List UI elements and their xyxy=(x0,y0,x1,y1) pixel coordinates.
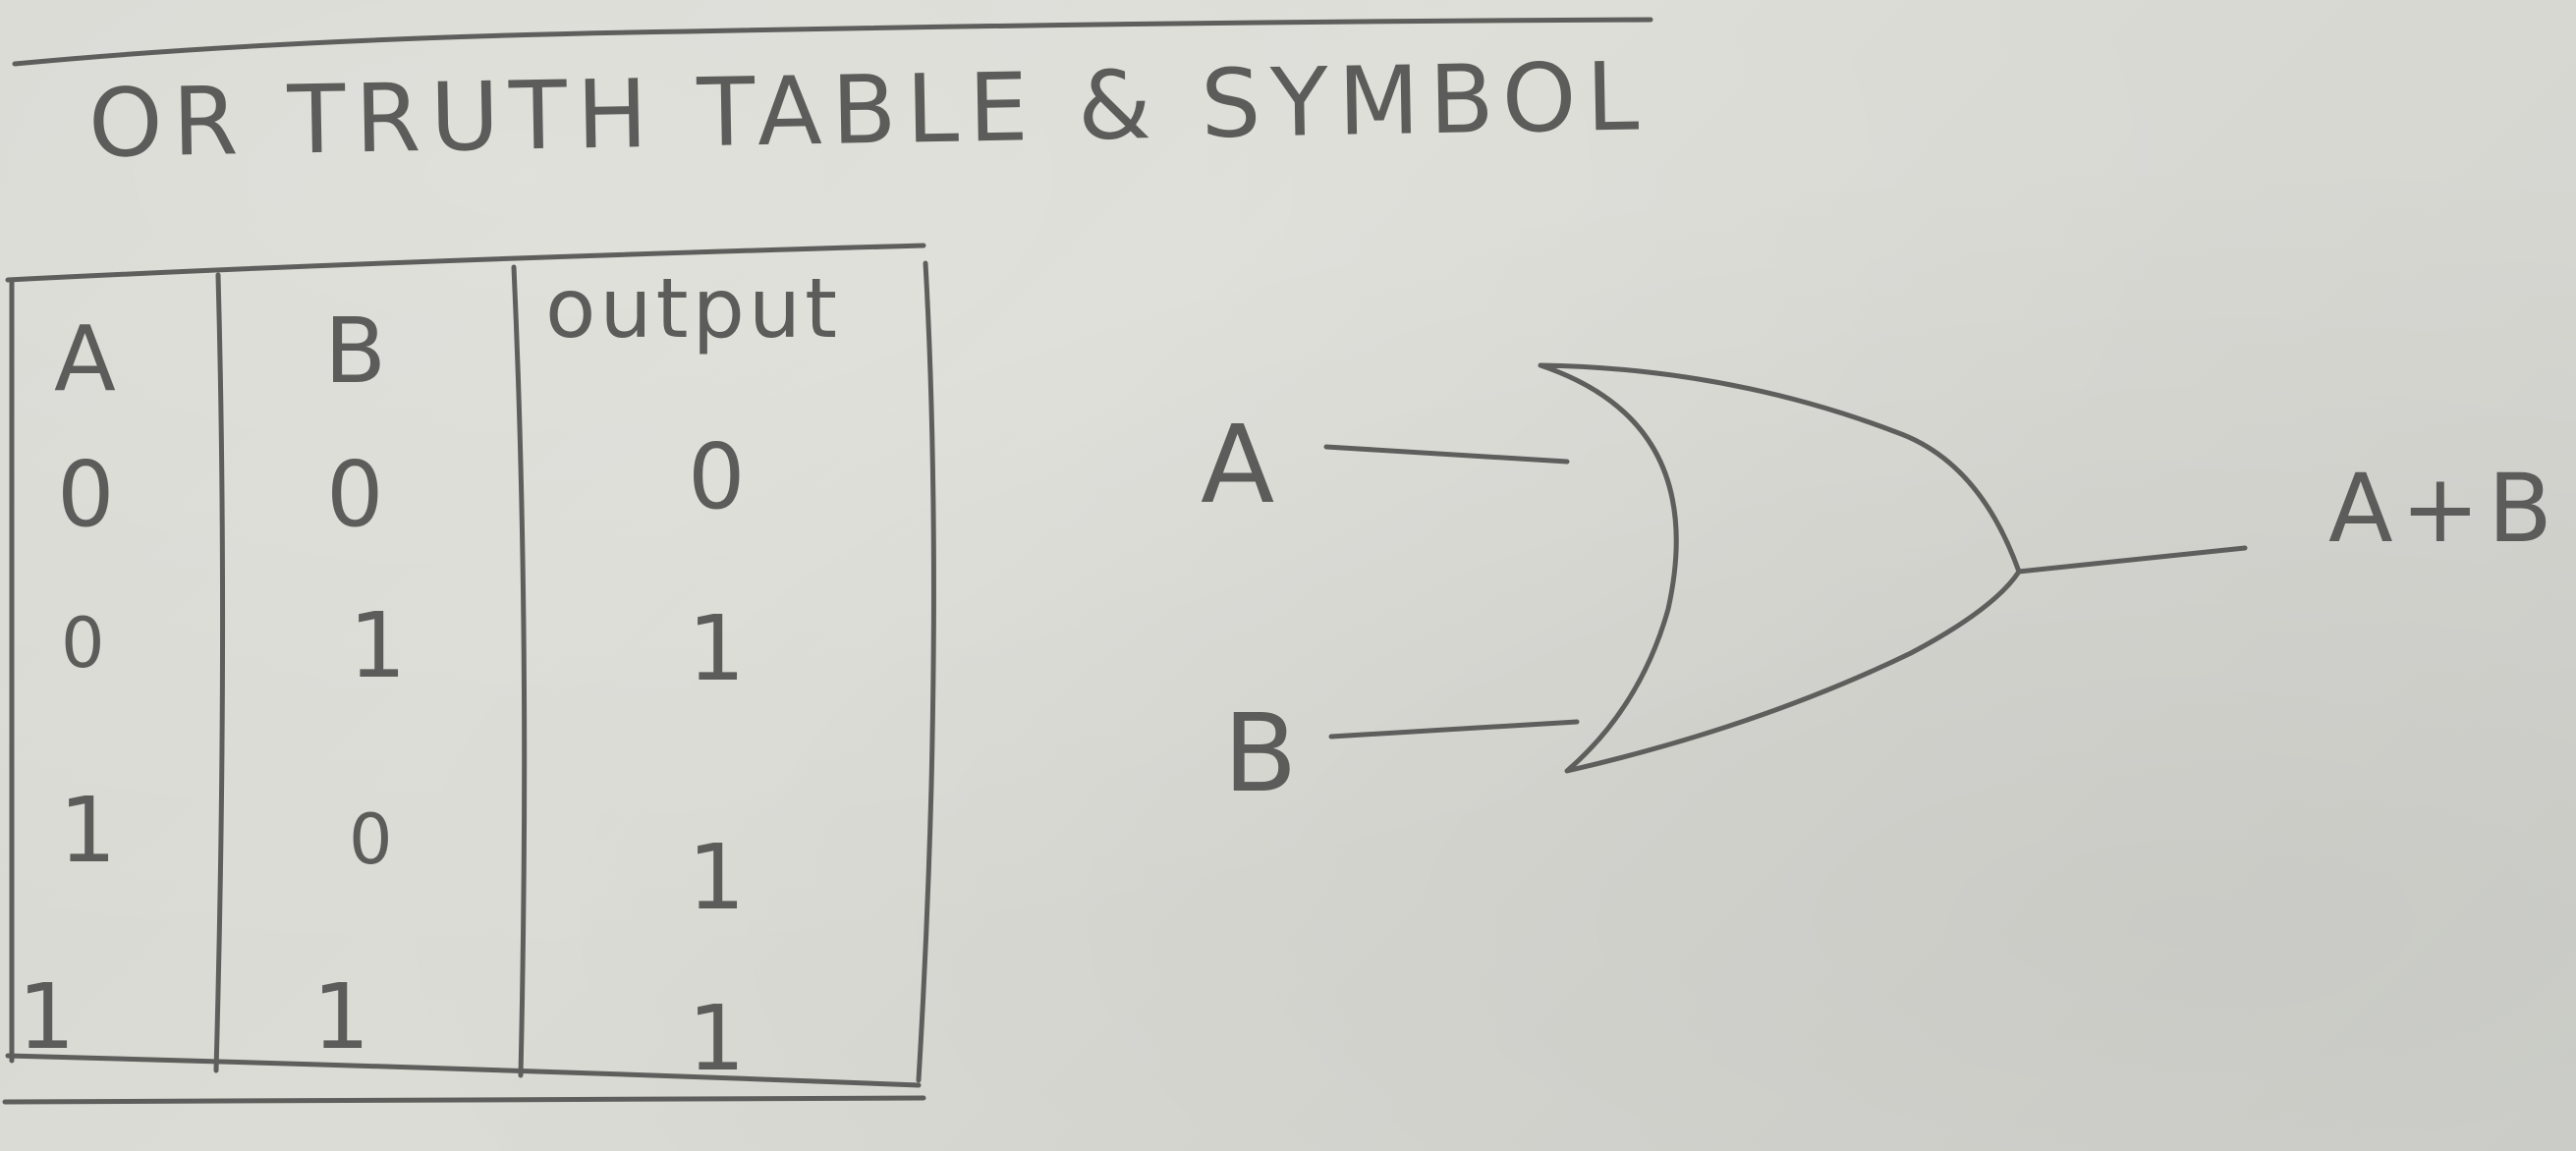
gate-output-label: A+B xyxy=(2328,454,2560,564)
table-cell-r4-output: 1 xyxy=(688,986,746,1091)
table-bottom-border xyxy=(5,1053,922,1088)
page-bottom-line xyxy=(2,1095,926,1105)
table-right-border xyxy=(916,260,936,1083)
table-header-output: output xyxy=(545,260,842,356)
gate-input-a-label: A xyxy=(1201,402,1275,527)
table-cell-r3-output: 1 xyxy=(688,825,746,930)
page-top-line xyxy=(12,17,1653,67)
table-cell-r3-b: 0 xyxy=(349,799,393,880)
table-cell-r2-a: 0 xyxy=(61,603,105,684)
page-title: OR TRUTH TABLE & SYMBOL xyxy=(87,41,1650,179)
table-cell-r1-b: 0 xyxy=(326,442,384,547)
table-cell-r4-b: 1 xyxy=(312,964,370,1069)
table-column-divider-1 xyxy=(213,272,226,1073)
output-wire xyxy=(2016,545,2248,575)
table-cell-r2-output: 1 xyxy=(688,596,746,701)
table-cell-r1-output: 0 xyxy=(688,424,746,529)
input-a-wire xyxy=(1323,444,1570,465)
gate-input-b-label: B xyxy=(1223,690,1298,816)
table-header-b: B xyxy=(324,299,387,404)
table-cell-r3-a: 1 xyxy=(59,778,117,883)
or-gate-body xyxy=(1538,362,2022,774)
table-cell-r1-a: 0 xyxy=(57,442,115,547)
table-cell-r2-b: 1 xyxy=(349,593,407,698)
table-top-border xyxy=(5,243,926,283)
input-b-wire xyxy=(1328,719,1580,740)
table-cell-r4-a: 1 xyxy=(18,964,76,1069)
table-header-a: A xyxy=(54,306,116,411)
table-column-divider-2 xyxy=(511,264,528,1078)
